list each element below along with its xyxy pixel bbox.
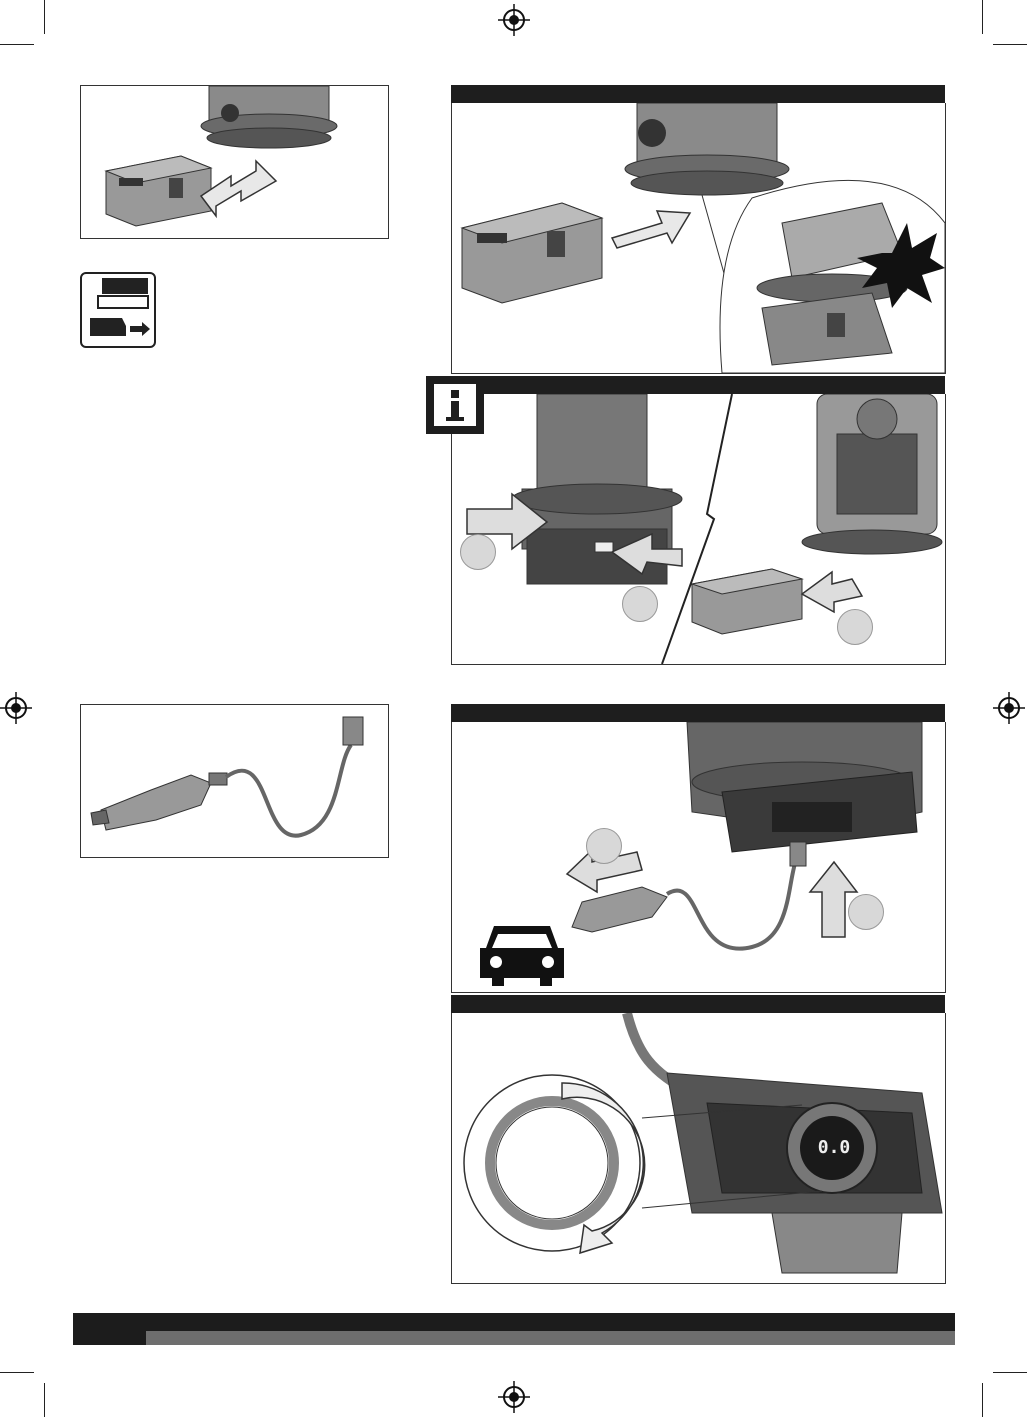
car-plug-cable-illustration xyxy=(80,704,389,858)
section-header-bar xyxy=(451,376,945,394)
step-marker xyxy=(837,609,873,645)
step-marker xyxy=(848,894,884,930)
battery-insert-icon xyxy=(80,272,156,348)
pressure-display: 0.0 xyxy=(814,1135,854,1161)
dial-rotation-illustration: 0.0 xyxy=(451,1013,946,1284)
info-icon xyxy=(426,376,484,434)
step-marker xyxy=(586,828,622,864)
footer-rule xyxy=(146,1331,955,1345)
registration-mark-icon xyxy=(993,692,1025,724)
car-icon xyxy=(478,918,566,988)
battery-release-illustration xyxy=(451,394,946,665)
car-plug-connect-illustration xyxy=(451,722,946,993)
registration-mark-icon xyxy=(0,692,32,724)
section-header-bar xyxy=(451,85,945,103)
footer-bar xyxy=(73,1313,955,1331)
section-header-bar xyxy=(451,995,945,1013)
registration-mark-icon xyxy=(498,4,530,36)
battery-insert-click-illustration xyxy=(451,103,946,374)
step-marker xyxy=(622,586,658,622)
footer-page-tab xyxy=(73,1331,146,1345)
section-header-bar xyxy=(451,704,945,722)
step-marker xyxy=(460,534,496,570)
battery-slide-illustration xyxy=(80,85,389,239)
registration-mark-icon xyxy=(498,1381,530,1413)
